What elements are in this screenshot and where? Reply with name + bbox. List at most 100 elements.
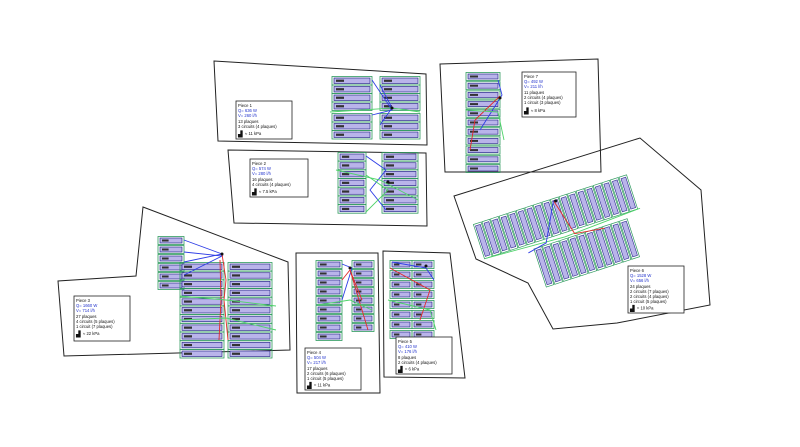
room-title: Piece 3	[76, 298, 91, 303]
pipe-line	[553, 200, 605, 235]
heating-plate	[569, 237, 587, 274]
heating-plate	[578, 234, 596, 272]
room-outline-piece5	[382, 250, 466, 379]
room-label-piece5: Piece 5 Q= 410 W V= 176 l/h 8 plaques 2 …	[395, 336, 453, 375]
plate-connector	[320, 308, 327, 311]
plate-connector	[394, 313, 400, 316]
room-outline-piece4	[295, 252, 381, 394]
plate-connector	[384, 96, 392, 99]
label-box	[73, 295, 131, 342]
plate-connector	[470, 158, 478, 161]
room-outline-piece6	[453, 137, 711, 330]
plates-piece1	[329, 76, 421, 140]
label-box	[395, 336, 453, 375]
plate-connector	[416, 333, 422, 336]
plate-connector	[320, 326, 327, 329]
plate-connector	[342, 155, 350, 158]
plate-connector	[384, 116, 392, 119]
heating-plate	[317, 324, 341, 331]
plate-connector	[162, 248, 169, 251]
label-box	[249, 158, 309, 198]
heating-plate	[333, 131, 371, 138]
plate-connector	[184, 283, 192, 286]
grid-cell	[315, 278, 343, 287]
room-circuits: 2 circuits (4 plaques)	[630, 294, 669, 299]
room-pressure: ≈ 11 kPa	[245, 131, 262, 136]
heating-plate	[339, 153, 365, 160]
room-pressure: ≈ 7.5 kPa	[259, 189, 277, 194]
grid-cell	[490, 216, 510, 254]
plate-connector	[162, 239, 169, 242]
plate-connector	[386, 173, 394, 176]
room-power: Q= 636 W	[238, 108, 257, 113]
room-plates: 8 plaques	[398, 355, 416, 360]
grid-cell	[465, 164, 501, 173]
plate-connector	[320, 317, 327, 320]
plate-connector	[384, 133, 392, 136]
heating-plate	[383, 153, 417, 160]
grid-cell	[550, 240, 572, 282]
grid-cell	[515, 207, 536, 246]
plate-connector	[232, 335, 240, 338]
plate-connector	[386, 181, 394, 184]
plate-connector	[342, 207, 350, 211]
plate-connector	[356, 272, 362, 275]
grid-cell	[542, 243, 563, 285]
heating-plate	[229, 289, 271, 296]
grid-cell	[507, 210, 527, 249]
plate-connector	[232, 343, 240, 347]
plate-connector	[336, 96, 344, 99]
plate-connector	[184, 335, 192, 338]
heating-plate	[181, 341, 223, 349]
plate-connector	[184, 274, 192, 277]
plate-connector	[384, 125, 392, 128]
grid-cell	[575, 188, 596, 226]
grid-cell	[567, 191, 587, 229]
heating-plate	[620, 176, 636, 210]
grid-cell	[331, 130, 373, 140]
room-label-piece3: Piece 3 Q= 1660 W V= 714 l/h 27 plaques …	[73, 295, 131, 342]
pump-icon: ▟	[251, 188, 257, 196]
plate-connector	[162, 275, 169, 278]
heating-plate	[381, 123, 419, 130]
heating-plate	[339, 171, 365, 178]
heating-plate	[181, 333, 223, 340]
plate-connector	[470, 75, 478, 78]
room-circuits: 1 circuit (3 plaques)	[524, 100, 561, 105]
grid-cell	[465, 108, 501, 118]
heating-plate	[333, 114, 371, 121]
heating-plate	[229, 341, 271, 349]
heating-plate	[621, 220, 638, 258]
plate-connector	[416, 323, 422, 326]
heating-plate	[569, 193, 585, 227]
plate-connector	[470, 112, 478, 115]
plate-connector	[356, 263, 362, 266]
plate-connector	[336, 105, 344, 108]
plate-connector	[336, 116, 344, 119]
plate-connector	[386, 199, 394, 202]
plate-connector	[416, 263, 422, 266]
room-title: Piece 1	[238, 103, 253, 108]
room-label-piece1: Piece 1 Q= 636 W V= 260 l/h 13 plaques 3…	[235, 100, 293, 140]
grid-cell	[315, 287, 343, 296]
plates-piece5	[387, 260, 437, 339]
heating-plate	[159, 237, 183, 244]
plate-connector	[232, 283, 240, 286]
grid-cell	[465, 99, 501, 109]
plate-connector	[232, 291, 240, 294]
plate-connector	[162, 257, 169, 260]
grid-cell	[381, 204, 419, 214]
heating-plate	[383, 188, 417, 195]
heating-plate	[229, 281, 271, 288]
room-title: Piece 2	[252, 161, 267, 166]
grid-cell	[576, 232, 598, 274]
heating-plate	[339, 205, 365, 213]
pipe-line	[317, 299, 373, 311]
heating-plate	[181, 350, 223, 357]
grid-cell	[609, 177, 630, 215]
grid-cell	[315, 305, 343, 314]
grid-cell	[592, 182, 613, 221]
plate-connector	[416, 303, 422, 306]
plate-connector	[470, 93, 478, 96]
plate-connector	[394, 263, 400, 266]
